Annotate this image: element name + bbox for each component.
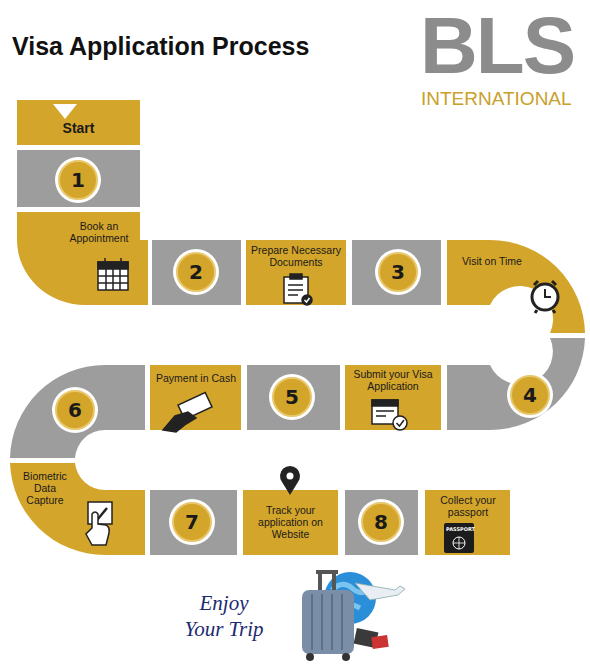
callout-number: 8	[374, 512, 388, 532]
start-triangle	[53, 104, 77, 119]
callout-number: 2	[189, 262, 203, 282]
callout-number: 6	[68, 400, 82, 420]
step-number: 4	[510, 375, 550, 415]
road-band	[17, 150, 140, 207]
start-band	[17, 100, 140, 145]
step-label: Track your application on Website	[245, 504, 336, 540]
step-label: Visit on Time	[462, 255, 522, 267]
road-band	[345, 490, 418, 555]
road-band	[345, 365, 441, 430]
title: Visa Application Process	[12, 32, 309, 61]
clock-icon	[532, 281, 558, 313]
logo-letters: BLS	[420, 0, 574, 92]
callout-number: 3	[391, 262, 405, 282]
gold-segments	[10, 100, 585, 555]
step-label: Collect your passport	[427, 494, 509, 518]
step-label: Prepare Necessary Documents	[248, 244, 344, 268]
step-number: 7	[172, 502, 212, 542]
logo-subtitle: INTERNATIONAL	[421, 88, 572, 110]
step-number: 5	[272, 377, 312, 417]
road-band	[425, 490, 510, 555]
suitcase-illustration	[302, 570, 405, 661]
start-box: Start	[17, 120, 140, 145]
step-number: 8	[361, 502, 401, 542]
road-band	[243, 490, 338, 555]
callout-number: 4	[523, 385, 537, 405]
road-band	[152, 240, 241, 305]
step-number: 1	[58, 160, 98, 200]
road-band	[246, 240, 346, 305]
road-turn	[447, 240, 585, 333]
step-box: Biometric Data Capture	[14, 470, 76, 509]
fingerprint-hand-icon	[86, 502, 112, 545]
step-number: 2	[176, 252, 216, 292]
road-band	[150, 365, 241, 430]
callout-number: 7	[185, 512, 199, 532]
road-turn	[447, 338, 585, 430]
step-box: Payment in Cash	[152, 372, 240, 388]
step-label: Submit your Visa Application	[347, 368, 439, 392]
passport-label: PASSPORT	[446, 526, 472, 532]
step-box: Track your application on Website	[245, 504, 336, 548]
road-turn	[10, 365, 145, 458]
step-box: Submit your Visa Application	[347, 368, 439, 398]
clipboard-icon	[284, 274, 312, 305]
passport-icon	[444, 523, 474, 553]
calendar-check-icon	[372, 400, 407, 430]
location-pin-icon	[280, 466, 300, 495]
road-turn	[10, 463, 145, 555]
calendar-icon	[98, 258, 128, 290]
closing-note: Enjoy Your Trip	[178, 590, 270, 643]
grey-segments	[10, 150, 585, 555]
card-hand-icon	[163, 392, 212, 432]
step-label: Book an Appointment	[52, 220, 146, 244]
road-band	[150, 490, 237, 555]
callout-number: 5	[285, 387, 299, 407]
road-turn	[17, 212, 148, 305]
start-label: Start	[63, 120, 95, 136]
step-box: Visit on Time	[452, 255, 532, 271]
step-box: Collect your passport	[427, 494, 509, 522]
step-number: 3	[378, 252, 418, 292]
callout-number: 1	[71, 170, 85, 190]
step-box: Prepare Necessary Documents	[248, 244, 344, 272]
step-box: Book an Appointment	[52, 220, 146, 250]
step-label: Biometric Data Capture	[14, 470, 76, 506]
road-band	[352, 240, 441, 305]
step-label: Payment in Cash	[156, 372, 236, 384]
step-number: 6	[55, 390, 95, 430]
road-band	[247, 365, 340, 430]
